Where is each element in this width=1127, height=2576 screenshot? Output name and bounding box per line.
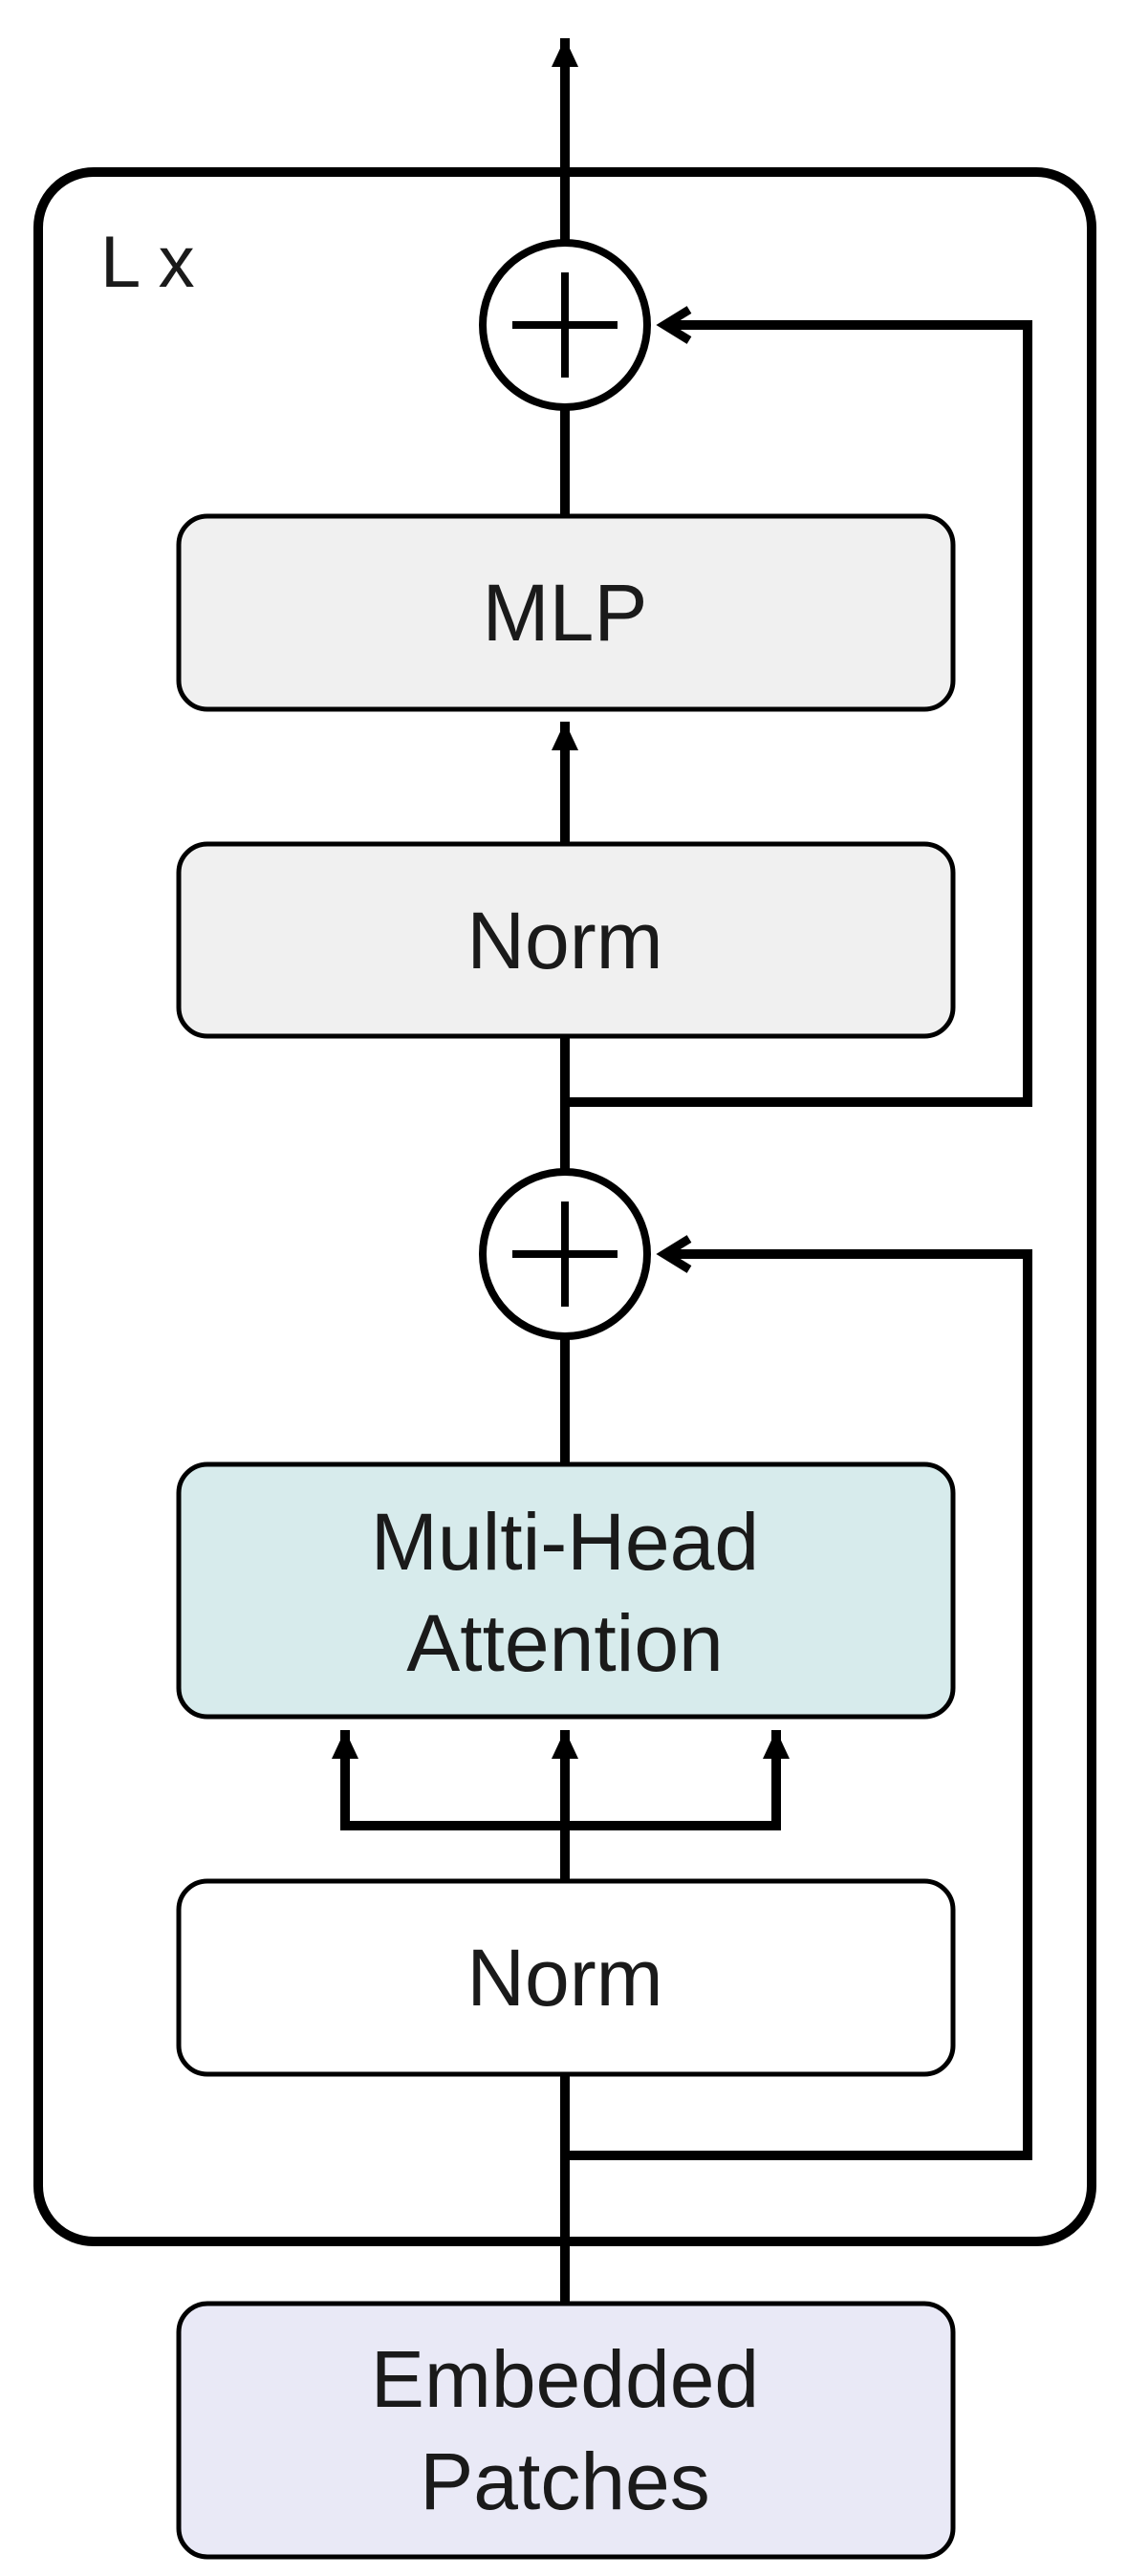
norm-block-bottom [176,1878,956,2077]
embedded-patches-label-line2: Patches [420,2436,710,2526]
embedded-patches-label-line1: Embedded [371,2334,759,2424]
repeat-label: L x [100,222,195,303]
norm-bottom-label: Norm [466,1933,662,2023]
mlp-label: MLP [483,568,648,658]
qkv-split-left [332,1730,565,1830]
norm-top-label: Norm [466,896,662,985]
attention-label-line2: Attention [406,1598,724,1688]
mlp-block [176,513,956,712]
norm-block-top [176,841,956,1039]
embedded-patches-block [176,2301,956,2560]
residual-connection-2 [565,306,1032,1107]
qkv-split-right [565,1730,790,1830]
attention-label-line1: Multi-Head [371,1497,759,1587]
multi-head-attention-block [176,1461,956,1720]
residual-connection-1 [565,1235,1032,2160]
